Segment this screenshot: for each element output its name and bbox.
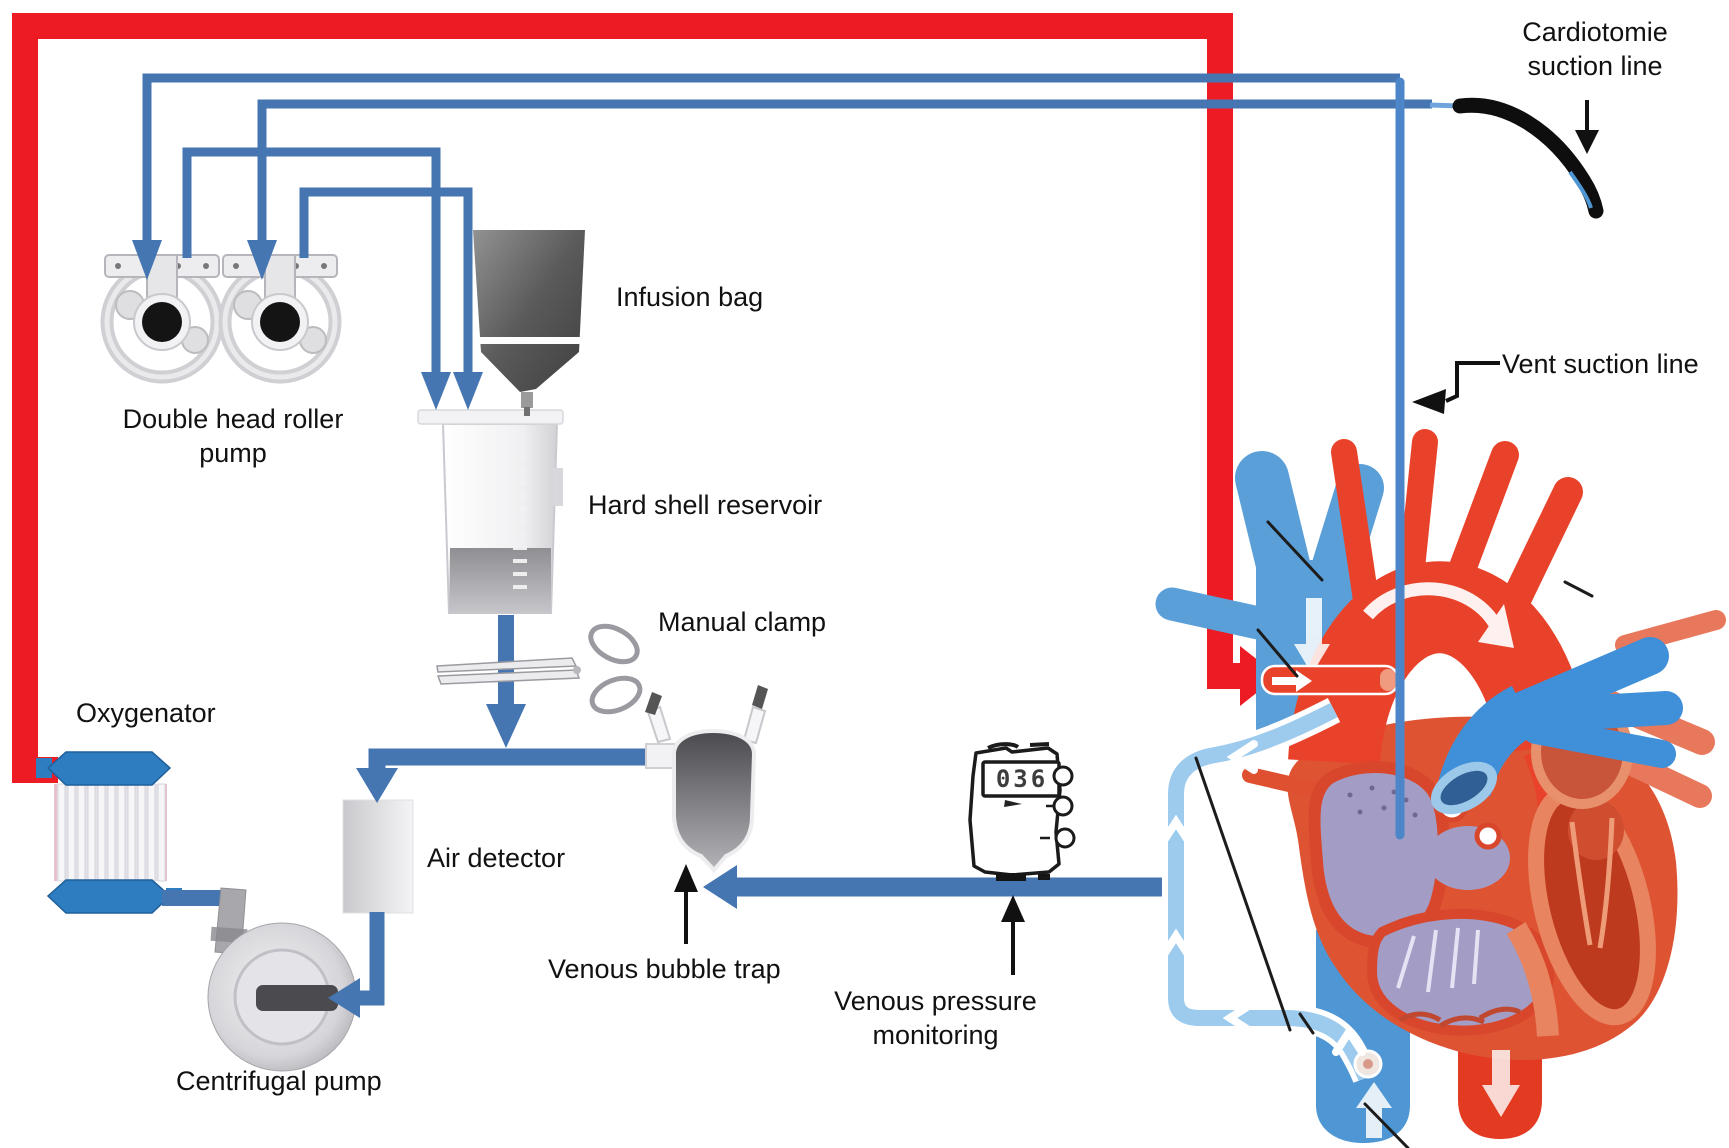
- monitor-display-value: 036: [995, 765, 1049, 793]
- venous-bubble-trap-device: [645, 685, 768, 874]
- cardiotomy-suction-line-path: [257, 99, 1432, 244]
- label-venous-pressure-line1: Venous pressure: [834, 986, 1037, 1016]
- vent-suction-line-path: [142, 73, 1400, 244]
- label-cardiotomy-line1: Cardiotomie: [1522, 17, 1668, 47]
- label-cardiotomy-suction-line: Cardiotomie suction line: [1460, 16, 1729, 84]
- pulmonary-artery: [1430, 637, 1683, 815]
- roller-pump-left: [105, 255, 219, 377]
- left-ventricle: [1528, 784, 1656, 1026]
- arterial-cannula: [1260, 664, 1400, 696]
- air-detector-device: [342, 799, 414, 914]
- aorta-flow-arrow-icon: [1363, 582, 1514, 648]
- leader-lines: [1194, 520, 1594, 1148]
- label-infusion-bag: Infusion bag: [616, 282, 764, 312]
- infusion-bag-device: [473, 230, 585, 416]
- centrifugal-pump-device: [207, 887, 357, 1072]
- venous-circuit-arrowheads: [132, 240, 526, 1018]
- label-roller-pump: Double head roller pump: [100, 403, 366, 471]
- bubble-trap-arrow-icon: [674, 864, 698, 944]
- label-roller-pump-line1: Double head roller: [122, 404, 344, 434]
- oxygenator-device: [36, 751, 182, 914]
- manual-clamp-icon: [436, 623, 643, 715]
- label-oxygenator: Oxygenator: [76, 698, 216, 728]
- septum: [1506, 922, 1559, 1037]
- venous-cannula: [1159, 697, 1383, 1083]
- heart-illustration: [1155, 77, 1726, 1148]
- pump-inlet-bar: [256, 985, 338, 1011]
- label-venous-pressure-monitoring: Venous pressure monitoring: [808, 985, 1063, 1053]
- reservoir-graduation-marks: [512, 455, 527, 589]
- annotation-arrows: [674, 100, 1599, 975]
- vent-line-bracket-icon: [1412, 361, 1500, 414]
- label-vent-suction-line: Vent suction line: [1502, 349, 1699, 379]
- aorta-outflow-arrow-icon: [1482, 1050, 1520, 1117]
- arterial-line: [12, 13, 1278, 783]
- ivc-flow-arrow-icon: [1356, 1082, 1392, 1138]
- label-cardiotomy-line2: suction line: [1527, 50, 1663, 81]
- label-air-detector: Air detector: [427, 843, 566, 873]
- right-ventricle: [1366, 908, 1555, 1036]
- cardiotomy-sucker-icon: [1452, 97, 1604, 219]
- label-centrifugal-pump: Centrifugal pump: [176, 1066, 382, 1096]
- pressure-monitor-device: [968, 742, 1076, 881]
- roller-pump-right: [223, 255, 337, 377]
- cardiotomy-arrow-icon: [1575, 100, 1599, 154]
- label-roller-pump-line2: pump: [199, 437, 267, 468]
- valve-ring: [1474, 822, 1502, 850]
- svc-flow-arrow-icon: [1294, 598, 1330, 674]
- pressure-monitor-arrow-icon: [1001, 895, 1025, 975]
- label-venous-pressure-line2: monitoring: [872, 1019, 999, 1050]
- label-manual-clamp: Manual clamp: [658, 607, 827, 637]
- hard-shell-reservoir-device: [417, 409, 564, 614]
- label-venous-bubble-trap: Venous bubble trap: [548, 954, 781, 984]
- cannula-flow-chevrons: [1159, 740, 1366, 1056]
- oxygenator-fibers: [57, 783, 166, 882]
- venous-return-line: [703, 865, 1162, 909]
- label-hard-shell-reservoir: Hard shell reservoir: [588, 490, 823, 520]
